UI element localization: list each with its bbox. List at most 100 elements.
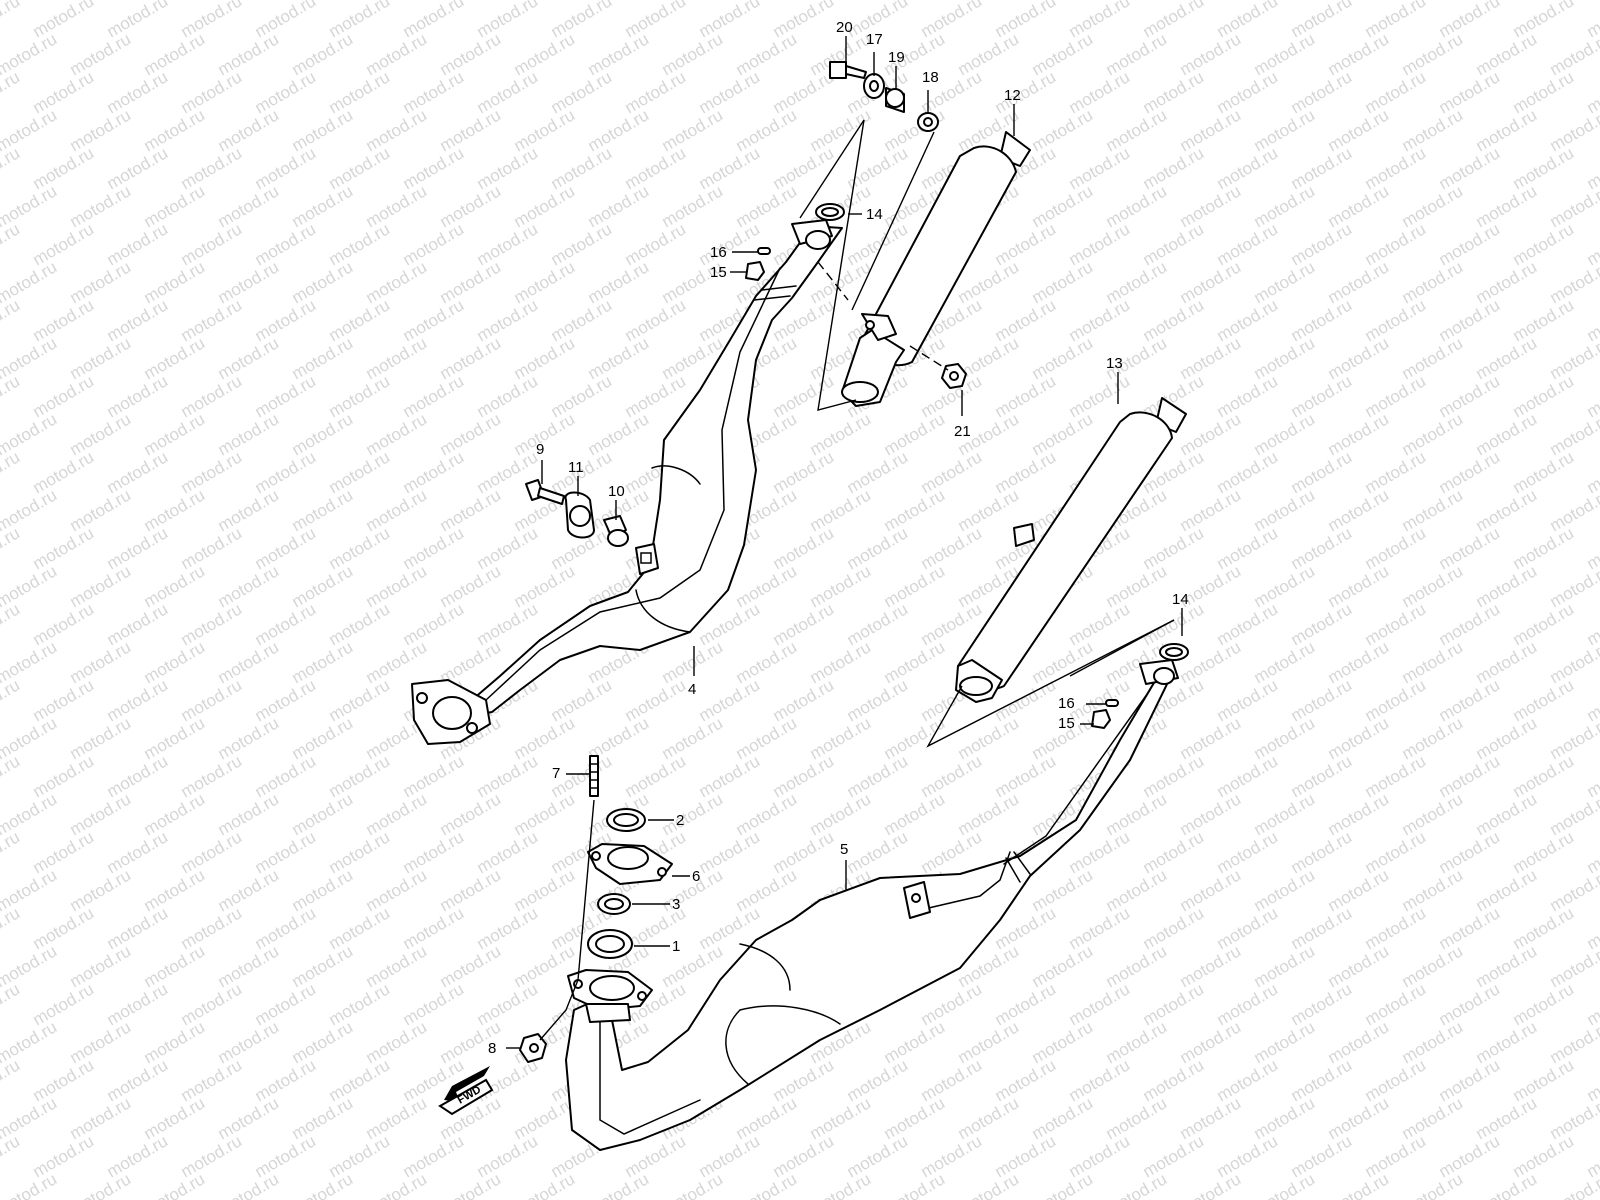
watermark-text: motod.ru (1029, 105, 1097, 155)
watermark-text: motod.ru (770, 523, 838, 573)
watermark-text: motod.ru (1177, 257, 1245, 307)
watermark-text: motod.ru (474, 827, 542, 877)
watermark-text: motod.ru (511, 181, 579, 231)
watermark-text: motod.ru (1177, 941, 1245, 991)
watermark-text: motod.ru (67, 561, 135, 611)
watermark-text: motod.ru (1473, 1169, 1541, 1200)
watermark-text: motod.ru (252, 67, 320, 117)
watermark-text: motod.ru (511, 789, 579, 839)
gasket-1 (587, 929, 633, 959)
watermark-text: motod.ru (1547, 637, 1600, 687)
watermark-text: motod.ru (1325, 789, 1393, 839)
watermark-text: motod.ru (252, 1131, 320, 1181)
watermark-text: motod.ru (474, 219, 542, 269)
watermark-text: motod.ru (1029, 1169, 1097, 1200)
watermark-text: motod.ru (1325, 1169, 1393, 1200)
gasket-14-lower (1159, 643, 1189, 661)
watermark-text: motod.ru (289, 789, 357, 839)
watermark-text: motod.ru (733, 713, 801, 763)
muffler-13 (955, 397, 1187, 703)
watermark-text: motod.ru (844, 1055, 912, 1105)
watermark-text: motod.ru (1510, 751, 1578, 801)
watermark-text: motod.ru (881, 105, 949, 155)
watermark-text: motod.ru (1288, 447, 1356, 497)
watermark-text: motod.ru (585, 1169, 653, 1200)
watermark-text: motod.ru (326, 979, 394, 1029)
watermark-text: motod.ru (1473, 561, 1541, 611)
watermark-text: motod.ru (326, 1055, 394, 1105)
watermark-text: motod.ru (1103, 941, 1171, 991)
watermark-text: motod.ru (955, 789, 1023, 839)
watermark-text: motod.ru (1510, 675, 1578, 725)
watermark-text: motod.ru (1399, 181, 1467, 231)
watermark-text: motod.ru (215, 1169, 283, 1200)
watermark-text: motod.ru (363, 409, 431, 459)
watermark-text: motod.ru (1473, 1017, 1541, 1067)
watermark-text: motod.ru (1066, 371, 1134, 421)
watermark-text: motod.ru (30, 295, 98, 345)
watermark-text: motod.ru (437, 181, 505, 231)
watermark-text: motod.ru (1288, 675, 1356, 725)
watermark-text: motod.ru (104, 523, 172, 573)
callout-10: 10 (608, 483, 625, 500)
watermark-text: motod.ru (104, 827, 172, 877)
watermark-text: motod.ru (1177, 485, 1245, 535)
watermark-text: motod.ru (585, 257, 653, 307)
watermark-text: motod.ru (918, 447, 986, 497)
watermark-text: motod.ru (1362, 675, 1430, 725)
watermark-text: motod.ru (881, 485, 949, 535)
watermark-text: motod.ru (918, 979, 986, 1029)
watermark-text: motod.ru (1251, 637, 1319, 687)
pipe-5-bracket (903, 881, 931, 919)
watermark-text: motod.ru (1510, 903, 1578, 953)
watermark-text: motod.ru (770, 447, 838, 497)
watermark-text: motod.ru (289, 941, 357, 991)
watermark-text: motod.ru (807, 637, 875, 687)
cushion-11 (564, 491, 595, 539)
watermark-text: motod.ru (1362, 1131, 1430, 1181)
watermark-text: motod.ru (363, 865, 431, 915)
watermark-text: motod.ru (141, 409, 209, 459)
watermark-text: motod.ru (326, 143, 394, 193)
watermark-text: motod.ru (1140, 979, 1208, 1029)
watermark-text: motod.ru (1362, 295, 1430, 345)
watermark-text: motod.ru (141, 713, 209, 763)
watermark-text: motod.ru (1547, 333, 1600, 383)
watermark-text: motod.ru (141, 1093, 209, 1143)
watermark-text: motod.ru (178, 295, 246, 345)
watermark-text: motod.ru (881, 561, 949, 611)
watermark-text: motod.ru (1325, 257, 1393, 307)
watermark-text: motod.ru (30, 827, 98, 877)
watermark-text: motod.ru (363, 257, 431, 307)
watermark-text: motod.ru (30, 371, 98, 421)
watermark-text: motod.ru (881, 637, 949, 687)
watermark-text: motod.ru (178, 599, 246, 649)
watermark-text: motod.ru (30, 675, 98, 725)
watermark-text: motod.ru (104, 219, 172, 269)
watermark-text: motod.ru (1103, 257, 1171, 307)
watermark-text: motod.ru (1436, 1131, 1504, 1181)
nut-15-lower (1091, 709, 1111, 729)
watermark-text: motod.ru (1214, 979, 1282, 1029)
watermark-text: motod.ru (548, 371, 616, 421)
watermark-text: motod.ru (807, 409, 875, 459)
watermark-text: motod.ru (659, 789, 727, 839)
watermark-text: motod.ru (104, 67, 172, 117)
watermark-text: motod.ru (1103, 789, 1171, 839)
watermark-text: motod.ru (1214, 751, 1282, 801)
watermark-text: motod.ru (0, 67, 23, 117)
watermark-text: motod.ru (696, 143, 764, 193)
watermark-text: motod.ru (1066, 599, 1134, 649)
watermark-text: motod.ru (1473, 789, 1541, 839)
watermark-text: motod.ru (215, 181, 283, 231)
watermark-text: motod.ru (511, 713, 579, 763)
watermark-text: motod.ru (1399, 257, 1467, 307)
watermark-text: motod.ru (1325, 181, 1393, 231)
watermark-text: motod.ru (363, 485, 431, 535)
watermark-text: motod.ru (1177, 1169, 1245, 1200)
watermark-text: motod.ru (807, 713, 875, 763)
watermark-text: motod.ru (733, 865, 801, 915)
watermark-text: motod.ru (400, 523, 468, 573)
watermark-text: motod.ru (363, 941, 431, 991)
watermark-text: motod.ru (252, 675, 320, 725)
